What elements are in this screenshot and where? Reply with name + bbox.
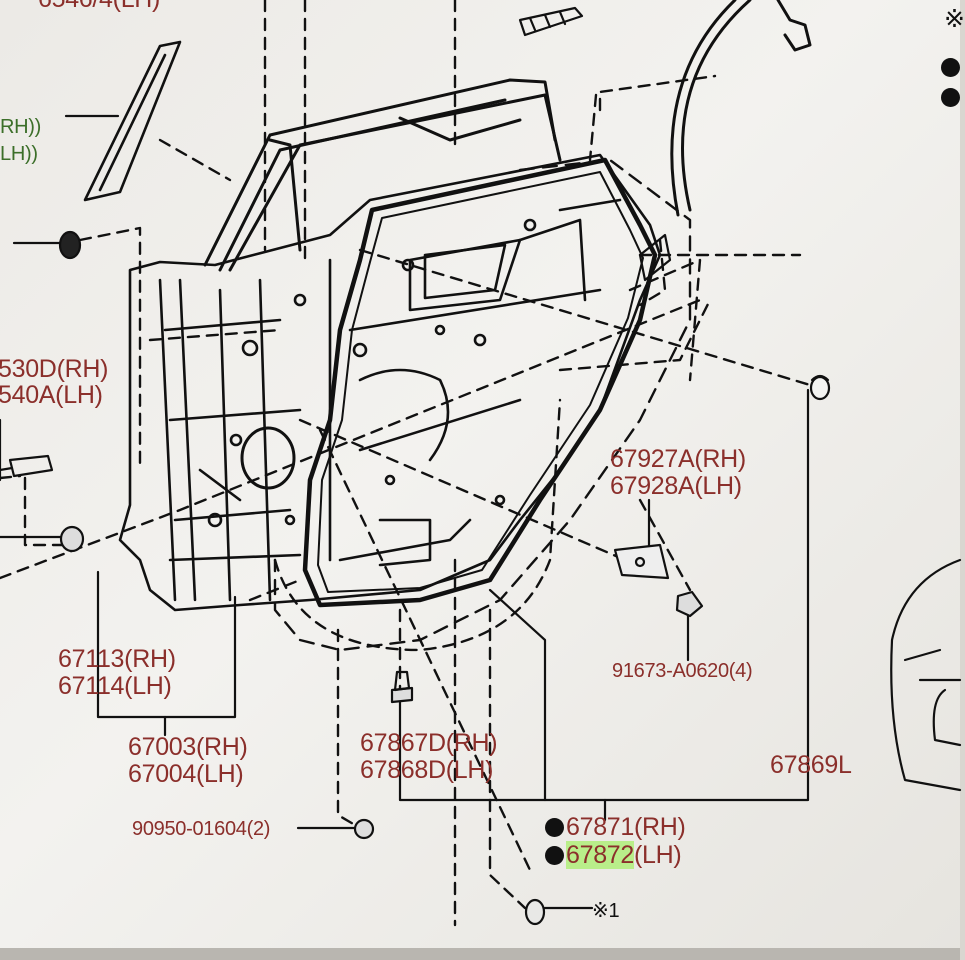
label-91673: 91673-A0620(4) bbox=[612, 660, 753, 682]
bullet-dot-top-right-1 bbox=[941, 58, 960, 77]
bullet-dot-67871 bbox=[545, 818, 564, 837]
top-clip-part bbox=[518, 6, 584, 37]
door-weatherstrip bbox=[302, 157, 658, 608]
label-67927a: 67927A(RH) bbox=[610, 445, 746, 473]
label-green-lh: LH)) bbox=[0, 143, 38, 165]
label-67928a: 67928A(LH) bbox=[610, 472, 742, 500]
label-67868d: 67868D(LH) bbox=[360, 756, 494, 784]
label-67003: 67003(RH) bbox=[128, 733, 248, 761]
bullet-dot-top-right-2 bbox=[941, 88, 960, 107]
label-67113: 67113(RH) bbox=[58, 645, 176, 673]
label-67871: 67871(RH) bbox=[566, 813, 686, 841]
curved-weatherstrip bbox=[670, 0, 812, 217]
label-67872-suffix: (LH) bbox=[634, 841, 682, 869]
label-top-left-partial: 6546/4(LH) bbox=[38, 0, 160, 13]
fasteners bbox=[0, 230, 831, 926]
highlighted-part-number: 67872 bbox=[566, 841, 635, 869]
solid-leader-lines bbox=[0, 114, 810, 910]
label-67872: 67872(LH) bbox=[566, 841, 682, 869]
bullet-dot-67872 bbox=[545, 846, 564, 865]
label-67004: 67004(LH) bbox=[128, 760, 244, 788]
label-67114: 67114(LH) bbox=[58, 672, 172, 700]
door-inner-panel bbox=[118, 153, 662, 612]
label-90950: 90950-01604(2) bbox=[132, 818, 271, 840]
outer-weatherstrip-outline bbox=[273, 158, 692, 652]
label-green-rh: RH)) bbox=[0, 116, 42, 138]
label-left-lh: 540A(LH) bbox=[0, 381, 103, 409]
dashed-leader-lines bbox=[0, 0, 812, 927]
note-x1: ※1 bbox=[592, 900, 620, 922]
photo-bottom-edge bbox=[0, 948, 960, 960]
label-67867d: 67867D(RH) bbox=[360, 729, 498, 757]
label-67869l: 67869L bbox=[770, 751, 852, 779]
label-left-rh: 530D(RH) bbox=[0, 355, 109, 383]
door-frame bbox=[203, 78, 562, 272]
right-edge-partial-part bbox=[890, 558, 962, 792]
note-top-right: ※ bbox=[944, 5, 965, 33]
window-channel-strip bbox=[83, 40, 182, 202]
